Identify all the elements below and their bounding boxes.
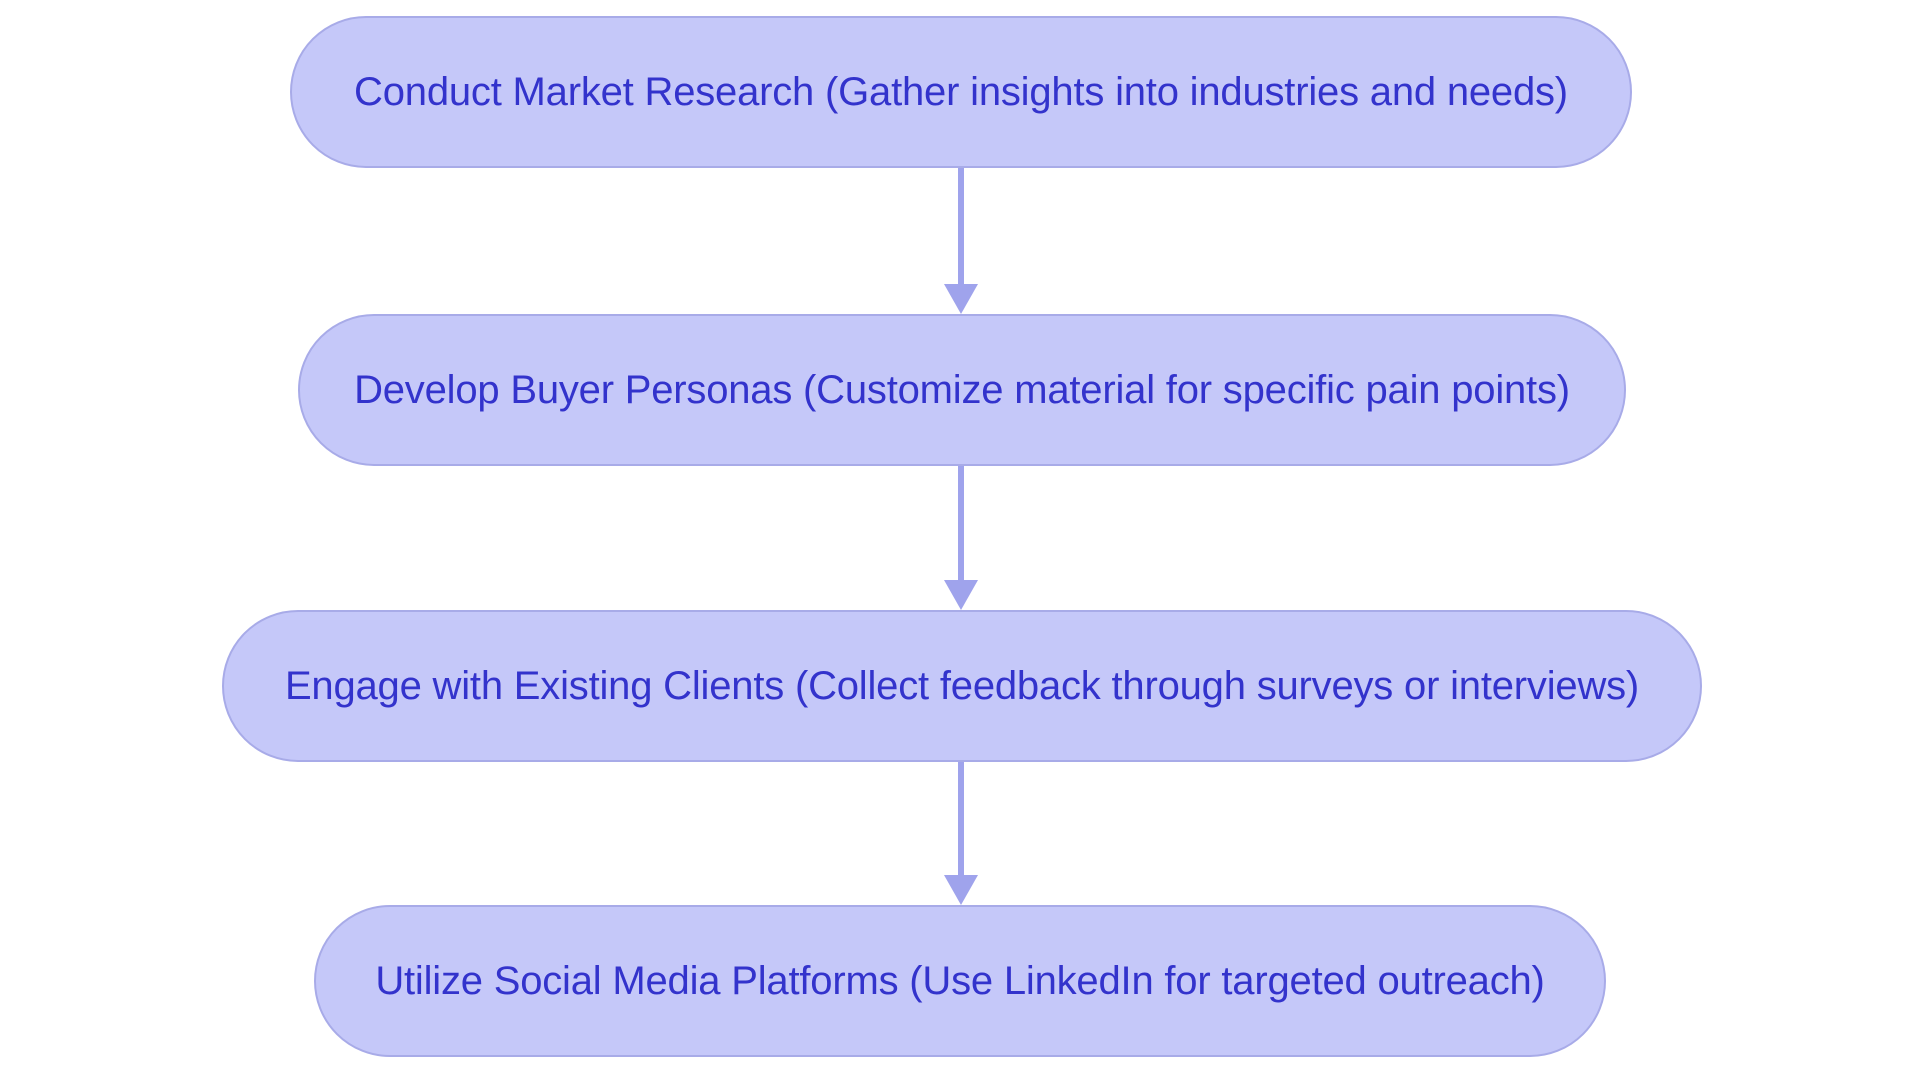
flow-node-label: Engage with Existing Clients (Collect fe…	[284, 664, 1640, 708]
flow-arrow-connector	[944, 168, 978, 314]
flow-node-conduct-market-research[interactable]: Conduct Market Research (Gather insights…	[290, 16, 1632, 168]
flow-arrow-connector	[944, 762, 978, 905]
flow-node-develop-buyer-personas[interactable]: Develop Buyer Personas (Customize materi…	[298, 314, 1626, 466]
flow-node-label: Conduct Market Research (Gather insights…	[354, 70, 1568, 114]
flow-arrow-connector	[944, 466, 978, 610]
flow-node-utilize-social-media-platforms[interactable]: Utilize Social Media Platforms (Use Link…	[314, 905, 1606, 1057]
flow-node-label: Utilize Social Media Platforms (Use Link…	[375, 959, 1545, 1003]
flow-node-label: Develop Buyer Personas (Customize materi…	[354, 368, 1570, 412]
flow-node-engage-with-existing-clients[interactable]: Engage with Existing Clients (Collect fe…	[222, 610, 1702, 762]
